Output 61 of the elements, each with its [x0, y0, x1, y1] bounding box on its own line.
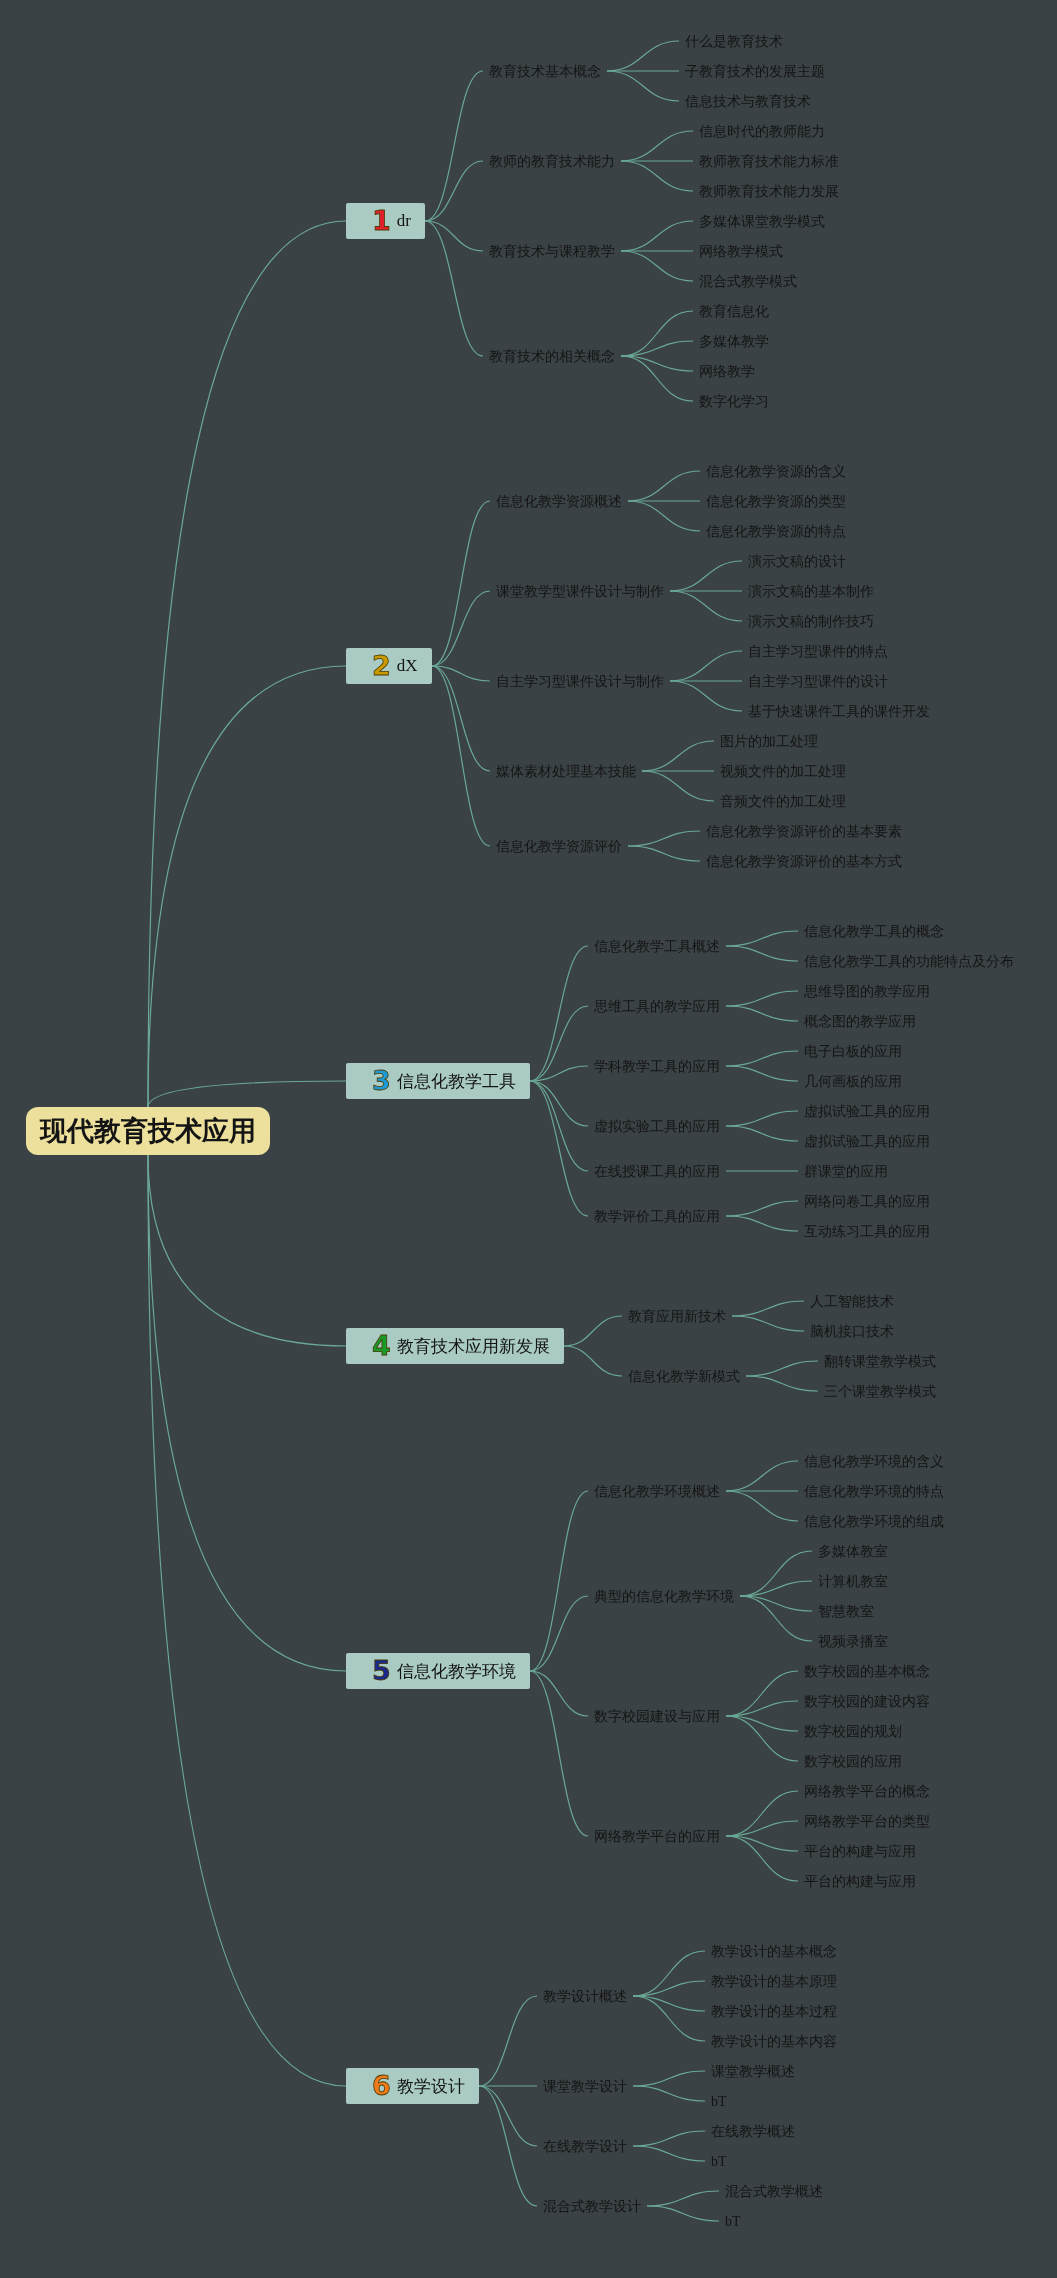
topic-box: [346, 1063, 530, 1099]
connector-line: [627, 500, 701, 532]
number-label: 5: [372, 1657, 391, 1685]
connector-line: [669, 680, 743, 712]
connector-line: [745, 1375, 819, 1392]
connector-line: [606, 70, 680, 102]
connector-line: [147, 1154, 347, 2087]
connector-line: [725, 1715, 799, 1762]
connector-line: [529, 1595, 589, 1672]
connector-line: [725, 1835, 799, 1852]
connector-line: [478, 2085, 538, 2207]
topic-label: 信息化教学工具: [396, 1070, 516, 1093]
connector-line: [725, 1215, 799, 1232]
topic-label: dX: [396, 656, 418, 676]
connector-line: [739, 1595, 813, 1642]
connector-line: [529, 1670, 589, 1717]
number-label: 3: [372, 1067, 391, 1095]
number-label: 4: [372, 1332, 391, 1360]
topic-box: [346, 1653, 530, 1689]
connector-line: [620, 160, 694, 192]
number-label: 2: [372, 652, 391, 680]
connector-line: [632, 1995, 706, 2042]
number-label: 1: [372, 207, 391, 235]
connector-line: [731, 1315, 805, 1332]
connector-line: [147, 665, 347, 1108]
connector-line: [646, 2205, 720, 2222]
topic-label: 信息化教学环境: [396, 1660, 516, 1683]
connector-line: [620, 355, 694, 372]
connector-line: [424, 220, 484, 357]
connector-line: [725, 945, 799, 962]
connector-line: [627, 845, 701, 862]
topic-label: dr: [396, 211, 411, 231]
connector-line: [632, 2145, 706, 2162]
topic-box: [346, 648, 432, 684]
connector-line: [725, 1065, 799, 1082]
connector-line: [725, 1835, 799, 1882]
connector-line: [424, 220, 484, 252]
connector-line: [725, 1170, 799, 1172]
connector-line: [725, 1490, 799, 1522]
connector-line: [620, 355, 694, 402]
topic-box: [346, 1328, 564, 1364]
connector-line: [632, 2085, 706, 2102]
connector-line: [641, 770, 715, 802]
connector-line: [725, 1715, 799, 1732]
connector-line: [431, 665, 491, 847]
connector-line: [725, 1005, 799, 1022]
connector-line: [147, 1080, 347, 1108]
topic-box: [346, 203, 425, 239]
connector-line: [632, 1995, 706, 2012]
connector-line: [478, 2085, 538, 2087]
topic-box: [346, 2068, 479, 2104]
connector-line: [669, 590, 743, 622]
connector-line: [563, 1345, 623, 1377]
topic-label: 教学设计: [396, 2075, 465, 2098]
central-topic: 现代教育技术应用: [26, 1107, 270, 1155]
number-label: 6: [372, 2072, 391, 2100]
connector-line: [725, 1125, 799, 1142]
connector-line: [739, 1595, 813, 1612]
connector-line: [529, 1670, 589, 1837]
connector-line: [620, 250, 694, 282]
topic-label: 教育技术应用新发展: [396, 1335, 550, 1358]
